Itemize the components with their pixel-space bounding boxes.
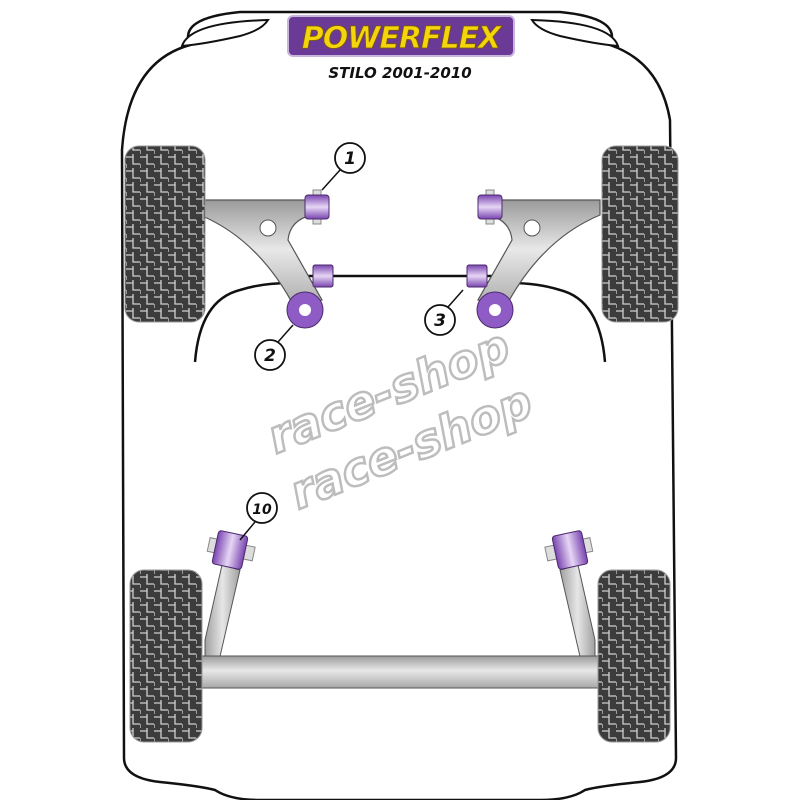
callout-2: 2 (254, 324, 294, 371)
callout-2-label: 2 (264, 346, 276, 366)
headlight-left (180, 18, 270, 48)
model-title: STILO 2001-2010 (328, 64, 471, 82)
tyre-front-right (601, 145, 679, 323)
bush-10-right (544, 530, 594, 570)
tyre-rear-right (597, 569, 671, 743)
powerflex-logo: POWERFLEX (287, 15, 515, 57)
bush-10-left (206, 530, 256, 570)
bush-1-right (477, 189, 503, 225)
subframe-right (509, 281, 607, 363)
logo-brand-text: POWERFLEX (302, 21, 503, 56)
callout-1: 1 (321, 142, 366, 191)
bush-2-right (476, 291, 514, 329)
subframe-left (193, 281, 291, 363)
callout-10-label: 10 (252, 502, 272, 518)
headlight-right (530, 18, 620, 48)
bush-2-left (286, 291, 324, 329)
callout-1-label: 1 (344, 149, 356, 169)
tyre-front-left (124, 145, 206, 323)
bush-3-right (466, 264, 488, 288)
bush-3-left (312, 264, 334, 288)
callout-10: 10 (239, 492, 278, 541)
tyre-rear-left (129, 569, 203, 743)
callout-3-label: 3 (434, 311, 446, 331)
rear-beam (199, 655, 601, 689)
bush-1-left (304, 189, 330, 225)
callout-3: 3 (424, 289, 464, 336)
